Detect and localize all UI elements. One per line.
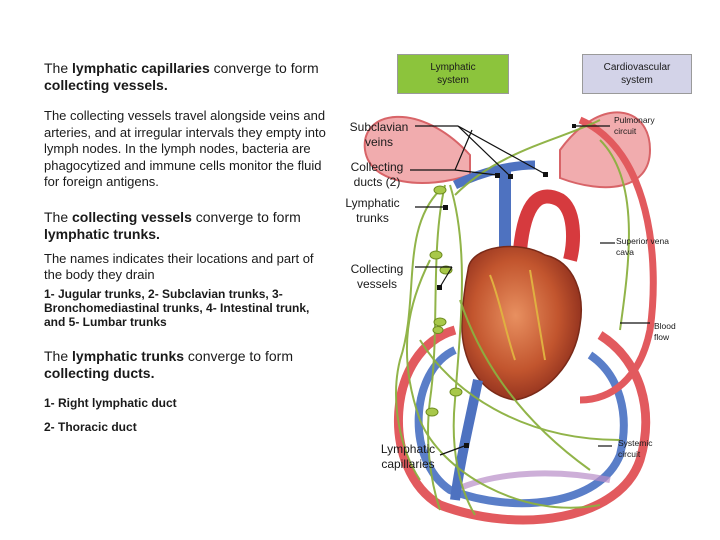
label-pulmonary-circuit: Pulmonary circuit — [614, 115, 655, 136]
legend-cardio-label: Cardiovascular system — [603, 62, 671, 86]
paragraph-capillaries: The lymphatic capillaries converge to fo… — [44, 60, 374, 94]
p6-bold2: collecting ducts. — [44, 365, 155, 381]
paragraph-collecting-vessels: The collecting vessels travel alongside … — [44, 108, 326, 189]
legend-lymphatic-system: Lymphatic system — [397, 54, 509, 94]
paragraph-trunk-names: The names indicates their locations and … — [44, 251, 314, 282]
p1-pre: The — [44, 60, 73, 76]
systemic-circuit-outer — [393, 325, 651, 525]
p1-bold: lymphatic capillaries — [72, 60, 210, 76]
paragraph-trunks: The collecting vessels converge to form … — [44, 209, 324, 243]
label-collecting-ducts: Collecting ducts (2) — [350, 160, 404, 189]
pulmonary-circuit-left — [363, 115, 471, 184]
heart-vein-detail-2 — [529, 269, 546, 361]
label-lymphatic-capillaries: Lymphatic capillaries — [380, 442, 436, 471]
p6-pre: The — [44, 348, 73, 364]
p3-mid: converge to form — [191, 209, 301, 225]
heart-vein-detail — [489, 274, 516, 361]
trunk-list: 1- Jugular trunks, 2- Subclavian trunks,… — [44, 287, 310, 329]
p6-mid: converge to form — [184, 348, 293, 364]
label-systemic-circuit: Systemic circuit — [618, 438, 653, 459]
label-lymphatic-trunks: Lymphatic trunks — [345, 196, 400, 225]
lymphatic-vessels — [395, 119, 630, 516]
systemic-capillary-bed — [453, 470, 611, 493]
label-blood-flow: Blood flow — [654, 321, 676, 342]
arterial-loop — [578, 116, 657, 404]
label-superior-vena-cava: Superior vena cava — [616, 236, 669, 257]
p6-bold: lymphatic trunks — [72, 348, 185, 364]
legend-lymphatic-label: Lymphatic system — [430, 62, 476, 86]
leader-lines — [410, 125, 650, 456]
p3-bold: collecting vessels — [72, 209, 192, 225]
legend-cardiovascular-system: Cardiovascular system — [582, 54, 692, 94]
heart — [461, 245, 582, 401]
label-subclavian-veins: Subclavian veins — [349, 120, 409, 149]
p1-bold2: collecting vessels. — [44, 77, 168, 93]
p3-bold2: lymphatic trunks. — [44, 226, 160, 242]
inferior-vena-cava — [450, 379, 483, 501]
duct-thoracic: 2- Thoracic duct — [44, 420, 137, 434]
lymph-nodes — [425, 185, 463, 417]
leader-dots — [437, 124, 576, 448]
duct-right-lymphatic: 1- Right lymphatic duct — [44, 396, 177, 410]
aorta — [513, 189, 580, 262]
p1-mid: converge to form — [209, 60, 319, 76]
p3-pre: The — [44, 209, 73, 225]
paragraph-ducts: The lymphatic trunks converge to form co… — [44, 348, 344, 382]
label-collecting-vessels: Collecting vessels — [350, 262, 404, 291]
